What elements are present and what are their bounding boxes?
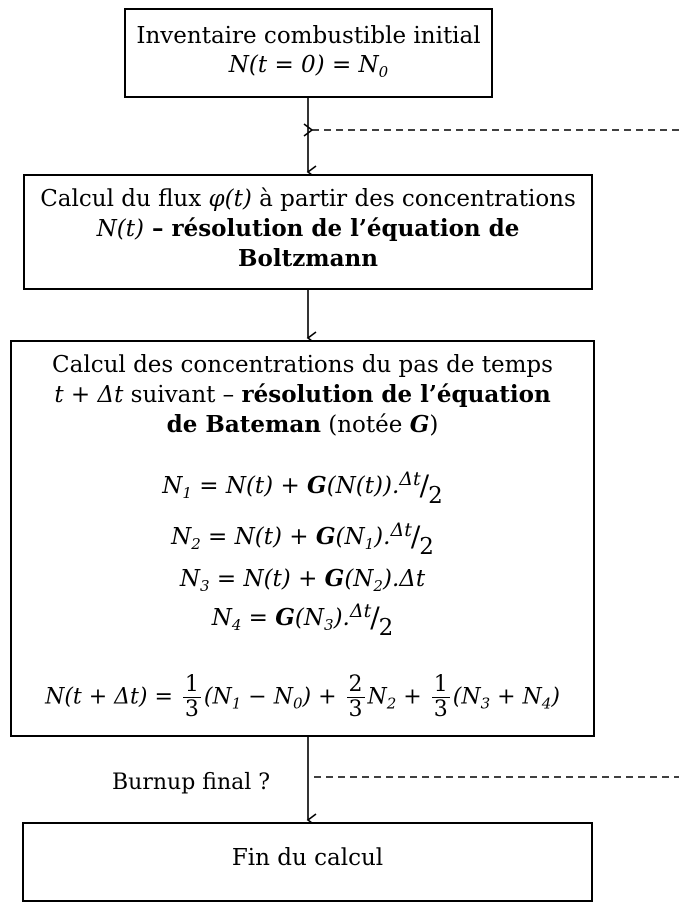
equation-n1: N1 = N(t) + G(N(t)).Δt/2 bbox=[162, 468, 443, 509]
initial-condition-equation: N(t = 0) = N0 bbox=[228, 52, 389, 81]
connectors bbox=[303, 98, 679, 827]
flux-line-1: Calcul du flux φ(t) à partir des concent… bbox=[40, 186, 576, 212]
bateman-line-3: de Bateman (notée G) bbox=[166, 411, 439, 438]
flux-calculation-box: Calcul du flux φ(t) à partir des concent… bbox=[23, 174, 593, 290]
equation-n3: N3 = N(t) + G(N2).Δt bbox=[179, 565, 426, 595]
bateman-line-1: Calcul des concentrations du pas de temp… bbox=[52, 352, 553, 378]
burnup-decision-label: Burnup final ? bbox=[112, 770, 271, 795]
flux-line-2: N(t) – résolution de l’équation de bbox=[96, 215, 520, 242]
end-calculation-label: Fin du calcul bbox=[231, 845, 384, 871]
equation-n4: N4 = G(N3).Δt/2 bbox=[211, 600, 394, 641]
initial-inventory-box: Inventaire combustible initial N(t = 0) … bbox=[124, 8, 493, 98]
flux-line-3: Boltzmann bbox=[238, 245, 378, 272]
end-calculation-box: Fin du calcul bbox=[22, 822, 593, 902]
bateman-line-2: t + Δt suivant – résolution de l’équatio… bbox=[54, 381, 551, 408]
equation-n2: N2 = N(t) + G(N1).Δt/2 bbox=[171, 519, 434, 560]
initial-inventory-title: Inventaire combustible initial bbox=[136, 23, 481, 49]
concentration-calculation-box: Calcul des concentrations du pas de temp… bbox=[10, 340, 595, 737]
